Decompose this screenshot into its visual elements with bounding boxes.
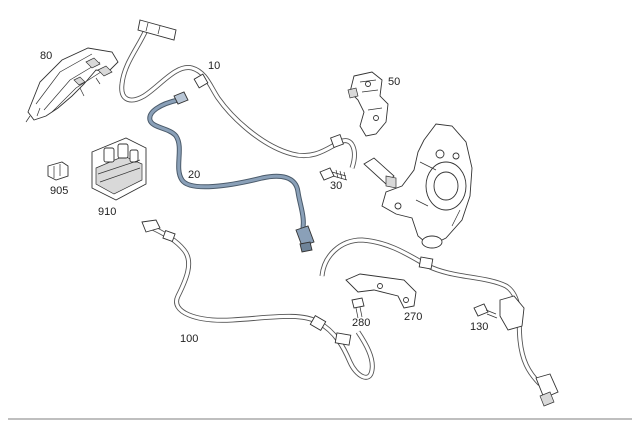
part-130-sensor-cable[interactable] bbox=[319, 237, 559, 407]
part-100-sensor-cable[interactable] bbox=[141, 219, 375, 380]
part-130-bolt[interactable] bbox=[473, 303, 498, 319]
part-270-bracket[interactable] bbox=[345, 273, 417, 309]
part-10-sensor-cable[interactable] bbox=[119, 19, 357, 169]
label-10: 10 bbox=[208, 60, 220, 72]
label-910: 910 bbox=[98, 206, 116, 218]
steering-knuckle[interactable] bbox=[381, 123, 473, 249]
part-280-bolt[interactable] bbox=[351, 297, 365, 319]
part-80-harness-bracket[interactable] bbox=[25, 47, 119, 123]
label-130: 130 bbox=[470, 321, 488, 333]
part-50-mounting-bracket[interactable] bbox=[347, 71, 389, 137]
part-910-control-unit[interactable] bbox=[91, 137, 147, 201]
label-905: 905 bbox=[50, 185, 68, 197]
part-20-blue-sensor-cable[interactable] bbox=[147, 91, 315, 253]
part-905-connector[interactable] bbox=[47, 161, 69, 181]
label-270: 270 bbox=[404, 311, 422, 323]
label-50: 50 bbox=[388, 76, 400, 88]
label-20: 20 bbox=[188, 169, 200, 181]
label-30: 30 bbox=[330, 180, 342, 192]
label-280: 280 bbox=[352, 317, 370, 329]
part-30-bolt[interactable] bbox=[319, 167, 348, 181]
label-80: 80 bbox=[40, 50, 52, 62]
wheel-speed-sensor[interactable] bbox=[363, 157, 397, 189]
label-100: 100 bbox=[180, 333, 198, 345]
